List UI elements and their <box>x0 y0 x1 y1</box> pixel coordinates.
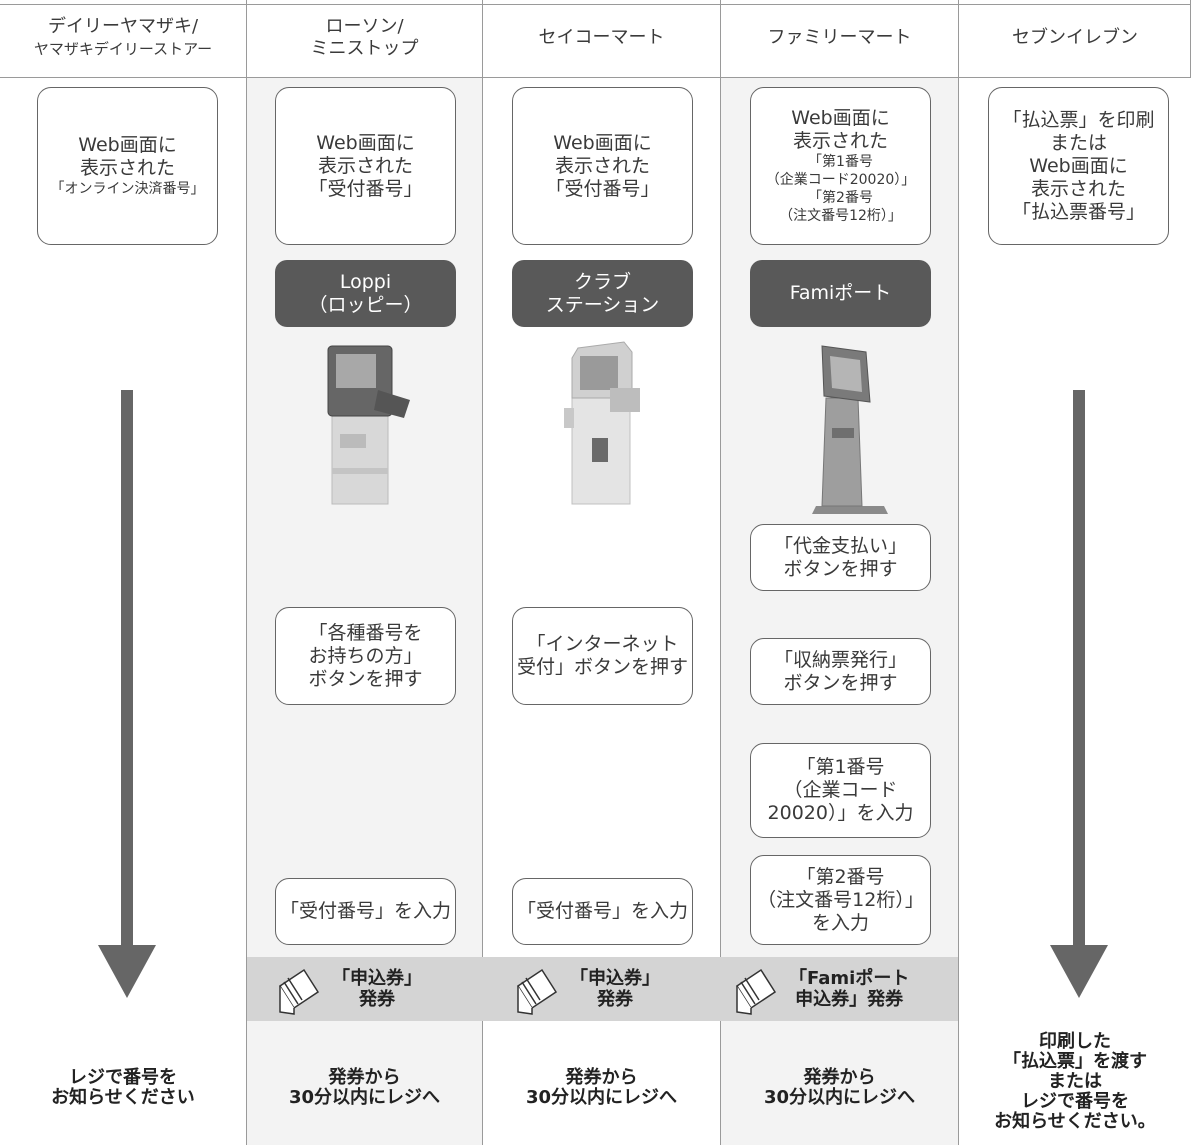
seico-start-box: Web画面に表示された「受付番号」 <box>512 87 693 245</box>
seico-step-input: 「受付番号」を入力 <box>512 878 693 945</box>
family-step-payment: 「代金支払い」ボタンを押す <box>750 524 931 591</box>
family-start-box: Web画面に表示された「第1番号（企業コード20020）」「第2番号（注文番号1… <box>750 87 931 245</box>
seico-step-button: 「インターネット受付」ボタンを押す <box>512 607 693 705</box>
header-bottom-line <box>0 77 1191 78</box>
daily-start-box: Web画面に表示された「オンライン決済番号」 <box>37 87 218 245</box>
divider <box>482 0 483 1145</box>
footer-daily: レジで番号をお知らせください <box>51 1067 195 1108</box>
lawson-step-button: 「各種番号をお持ちの方」ボタンを押す <box>275 607 456 705</box>
kiosk-terminal-icon <box>327 345 410 505</box>
ticket-icon <box>735 968 777 1015</box>
kiosk-terminal-icon <box>812 345 888 514</box>
famiport-label: Famiポート <box>750 260 931 327</box>
ticket-band <box>247 957 958 1021</box>
header-seven-eleven: セブンイレブン <box>1012 27 1138 48</box>
lawson-start-box: Web画面に表示された「受付番号」 <box>275 87 456 245</box>
loppi-label: Loppi（ロッピー） <box>275 260 456 327</box>
header-lawson-ministop: ローソン/ミニストップ <box>310 16 419 59</box>
divider <box>246 0 247 1145</box>
divider <box>720 0 721 1145</box>
family-ticket: 「Famiポート申込券」発券 <box>733 962 909 1016</box>
header-daily-yamazaki: デイリーヤマザキ/ヤマザキデイリーストアー <box>33 16 213 58</box>
header-familymart: ファミリーマート <box>767 27 912 48</box>
header-top-line <box>0 4 1191 5</box>
down-arrow-icon <box>98 390 156 998</box>
down-arrow-icon <box>1050 390 1108 998</box>
club-station-label: クラブステーション <box>512 260 693 327</box>
family-step-receipt: 「収納票発行」ボタンを押す <box>750 638 931 705</box>
lawson-ticket: 「申込券」発券 <box>276 962 422 1016</box>
divider <box>958 0 959 1145</box>
ticket-icon <box>278 968 320 1015</box>
ticket-icon <box>516 968 558 1015</box>
kiosk-terminal-icon <box>564 341 640 505</box>
lawson-step-input: 「受付番号」を入力 <box>275 878 456 945</box>
seico-ticket: 「申込券」発券 <box>514 962 660 1016</box>
family-step-code2: 「第2番号（注文番号12桁）」を入力 <box>750 855 931 945</box>
footer-seven: 印刷した「払込票」を渡すまたはレジで番号をお知らせください。 <box>994 1031 1156 1132</box>
header-seicomart: セイコーマート <box>538 27 665 48</box>
